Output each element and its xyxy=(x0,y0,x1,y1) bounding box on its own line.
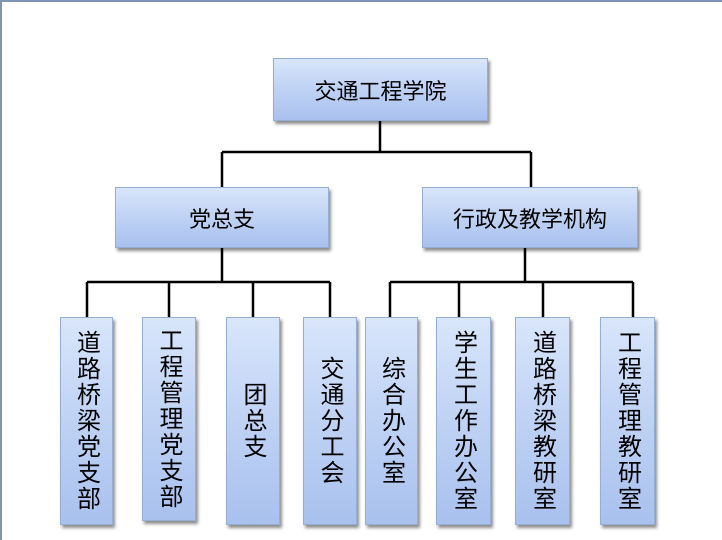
unit-general-office: 综合办公室 xyxy=(365,317,418,525)
connector-party xyxy=(85,248,332,317)
unit-label: 交通分工会 xyxy=(316,356,344,486)
unit-eng-mgmt-teaching-office: 工程管理教研室 xyxy=(600,317,655,525)
connector-root xyxy=(220,121,533,187)
branch-party-committee: 党总支 xyxy=(115,187,329,248)
unit-youth-league: 团总支 xyxy=(226,317,280,525)
branch-admin-teaching-label: 行政及教学机构 xyxy=(452,207,607,233)
branch-party-committee-label: 党总支 xyxy=(188,207,255,233)
unit-label: 学生工作办公室 xyxy=(449,330,478,512)
unit-road-bridge-party-branch: 道路桥梁党支部 xyxy=(60,317,113,525)
unit-student-affairs-office: 学生工作办公室 xyxy=(436,317,491,525)
unit-label: 工程管理教研室 xyxy=(613,330,642,512)
root-node-label: 交通工程学院 xyxy=(314,79,447,105)
slide-top-border xyxy=(0,0,722,2)
branch-admin-teaching: 行政及教学机构 xyxy=(422,187,638,248)
unit-label: 道路桥梁教研室 xyxy=(528,330,557,512)
unit-label: 团总支 xyxy=(239,382,267,460)
unit-label: 综合办公室 xyxy=(377,356,406,486)
unit-label: 道路桥梁党支部 xyxy=(72,330,101,512)
root-node: 交通工程学院 xyxy=(273,58,488,121)
unit-label: 工程管理党支部 xyxy=(155,328,183,510)
unit-eng-mgmt-party-branch: 工程管理党支部 xyxy=(142,317,196,521)
connector-admin xyxy=(388,248,635,317)
slide-left-border xyxy=(0,0,2,540)
unit-road-bridge-teaching-office: 道路桥梁教研室 xyxy=(515,317,570,525)
unit-traffic-trade-union: 交通分工会 xyxy=(303,317,357,525)
